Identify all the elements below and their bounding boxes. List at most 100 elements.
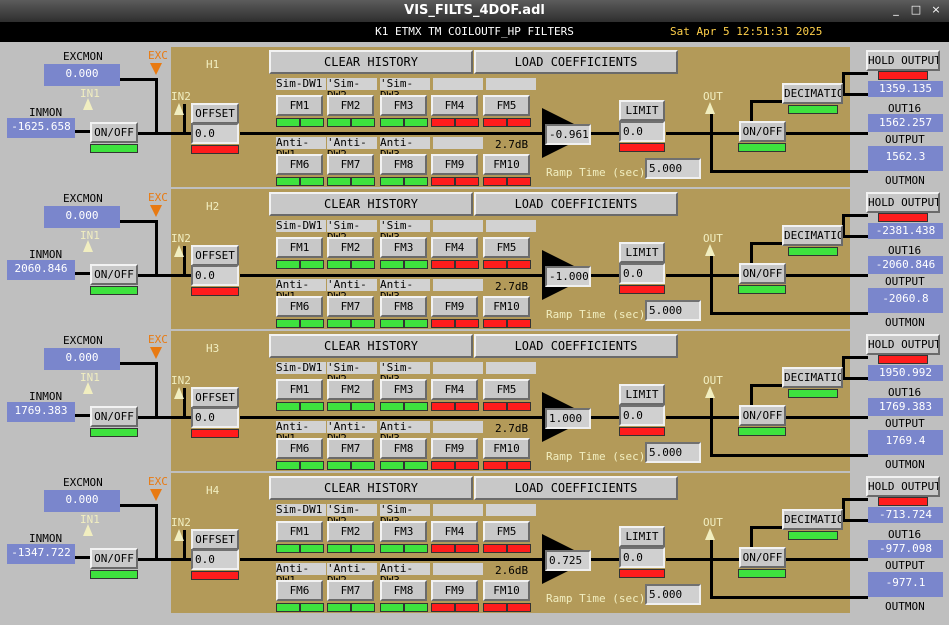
fm10-led-a	[483, 319, 507, 328]
input-onoff-button[interactable]: ON/OFF	[90, 406, 138, 427]
offset-field[interactable]: 0.0	[191, 407, 239, 428]
load-coefficients-button[interactable]: LOAD COEFFICIENTS	[474, 334, 678, 358]
hold-output-button[interactable]: HOLD OUTPUT	[866, 50, 940, 71]
decimation-button[interactable]: DECIMATION	[782, 367, 843, 388]
input-onoff-button[interactable]: ON/OFF	[90, 548, 138, 569]
fm10-button[interactable]: FM10	[483, 154, 530, 175]
fm5-button[interactable]: FM5	[483, 379, 530, 400]
clear-history-button[interactable]: CLEAR HISTORY	[269, 334, 473, 358]
fm7-button[interactable]: FM7	[327, 296, 374, 317]
fm4-button[interactable]: FM4	[431, 237, 478, 258]
fm5-button[interactable]: FM5	[483, 237, 530, 258]
fm9-led-a	[431, 319, 455, 328]
fm6-button[interactable]: FM6	[276, 296, 323, 317]
fm5-button[interactable]: FM5	[483, 521, 530, 542]
limit-field[interactable]: 0.0	[619, 121, 665, 142]
fm5-button[interactable]: FM5	[483, 95, 530, 116]
limit-field[interactable]: 0.0	[619, 547, 665, 568]
fm5-name	[486, 504, 536, 516]
fm3-button[interactable]: FM3	[380, 521, 427, 542]
fm3-button[interactable]: FM3	[380, 379, 427, 400]
fm4-button[interactable]: FM4	[431, 521, 478, 542]
fm1-led-a	[276, 260, 300, 269]
fm7-button[interactable]: FM7	[327, 154, 374, 175]
input-onoff-button[interactable]: ON/OFF	[90, 122, 138, 143]
fm9-button[interactable]: FM9	[431, 438, 478, 459]
limit-button[interactable]: LIMIT	[619, 242, 665, 263]
fm1-button[interactable]: FM1	[276, 521, 323, 542]
load-coefficients-button[interactable]: LOAD COEFFICIENTS	[474, 192, 678, 216]
output-value: -977.098	[868, 540, 943, 558]
clear-history-button[interactable]: CLEAR HISTORY	[269, 192, 473, 216]
offset-field[interactable]: 0.0	[191, 265, 239, 286]
gain-field[interactable]: -1.000	[545, 266, 591, 287]
fm1-button[interactable]: FM1	[276, 379, 323, 400]
limit-field[interactable]: 0.0	[619, 263, 665, 284]
limit-button[interactable]: LIMIT	[619, 384, 665, 405]
limit-button[interactable]: LIMIT	[619, 100, 665, 121]
ramp-time-field[interactable]: 5.000	[645, 158, 701, 179]
fm2-button[interactable]: FM2	[327, 95, 374, 116]
clear-history-button[interactable]: CLEAR HISTORY	[269, 50, 473, 74]
fm7-button[interactable]: FM7	[327, 438, 374, 459]
fm8-button[interactable]: FM8	[380, 438, 427, 459]
fm2-button[interactable]: FM2	[327, 521, 374, 542]
offset-field[interactable]: 0.0	[191, 123, 239, 144]
output-onoff-button[interactable]: ON/OFF	[739, 547, 786, 568]
fm9-button[interactable]: FM9	[431, 580, 478, 601]
hold-output-button[interactable]: HOLD OUTPUT	[866, 334, 940, 355]
ramp-time-field[interactable]: 5.000	[645, 300, 701, 321]
gain-field[interactable]: 0.725	[545, 550, 591, 571]
output-onoff-button[interactable]: ON/OFF	[739, 121, 786, 142]
input-onoff-button[interactable]: ON/OFF	[90, 264, 138, 285]
clear-history-button[interactable]: CLEAR HISTORY	[269, 476, 473, 500]
fm9-button[interactable]: FM9	[431, 154, 478, 175]
fm8-button[interactable]: FM8	[380, 296, 427, 317]
maximize-button[interactable]: □	[910, 3, 922, 16]
decimation-button[interactable]: DECIMATION	[782, 83, 843, 104]
ramp-time-field[interactable]: 5.000	[645, 442, 701, 463]
fm10-button[interactable]: FM10	[483, 296, 530, 317]
output-onoff-button[interactable]: ON/OFF	[739, 263, 786, 284]
hold-output-button[interactable]: HOLD OUTPUT	[866, 476, 940, 497]
fm7-button[interactable]: FM7	[327, 580, 374, 601]
offset-button[interactable]: OFFSET	[191, 103, 239, 124]
fm3-button[interactable]: FM3	[380, 237, 427, 258]
fm4-button[interactable]: FM4	[431, 95, 478, 116]
fm8-button[interactable]: FM8	[380, 580, 427, 601]
ramp-time-label: Ramp Time (sec):	[546, 450, 652, 463]
offset-button[interactable]: OFFSET	[191, 529, 239, 550]
fm6-button[interactable]: FM6	[276, 154, 323, 175]
fm10-button[interactable]: FM10	[483, 580, 530, 601]
decimation-button[interactable]: DECIMATION	[782, 509, 843, 530]
fm6-button[interactable]: FM6	[276, 580, 323, 601]
hold-output-button[interactable]: HOLD OUTPUT	[866, 192, 940, 213]
ramp-time-field[interactable]: 5.000	[645, 584, 701, 605]
close-button[interactable]: ×	[931, 3, 941, 16]
fm2-button[interactable]: FM2	[327, 237, 374, 258]
offset-field[interactable]: 0.0	[191, 549, 239, 570]
fm1-button[interactable]: FM1	[276, 95, 323, 116]
load-coefficients-button[interactable]: LOAD COEFFICIENTS	[474, 50, 678, 74]
fm10-button[interactable]: FM10	[483, 438, 530, 459]
fm-name-bottom: Anti-DW1	[276, 137, 326, 161]
minimize-button[interactable]: _	[893, 3, 899, 16]
gain-field[interactable]: 1.000	[545, 408, 591, 429]
out-arrow-icon	[705, 102, 715, 114]
limit-field[interactable]: 0.0	[619, 405, 665, 426]
fm6-button[interactable]: FM6	[276, 438, 323, 459]
fm9-button[interactable]: FM9	[431, 296, 478, 317]
fm8-button[interactable]: FM8	[380, 154, 427, 175]
fm2-button[interactable]: FM2	[327, 379, 374, 400]
fm1-button[interactable]: FM1	[276, 237, 323, 258]
gain-field[interactable]: -0.961	[545, 124, 591, 145]
limit-button[interactable]: LIMIT	[619, 526, 665, 547]
fm3-button[interactable]: FM3	[380, 95, 427, 116]
load-coefficients-button[interactable]: LOAD COEFFICIENTS	[474, 476, 678, 500]
offset-button[interactable]: OFFSET	[191, 387, 239, 408]
output-onoff-button[interactable]: ON/OFF	[739, 405, 786, 426]
offset-button[interactable]: OFFSET	[191, 245, 239, 266]
signal-wire	[183, 388, 186, 418]
decimation-button[interactable]: DECIMATION	[782, 225, 843, 246]
fm4-button[interactable]: FM4	[431, 379, 478, 400]
